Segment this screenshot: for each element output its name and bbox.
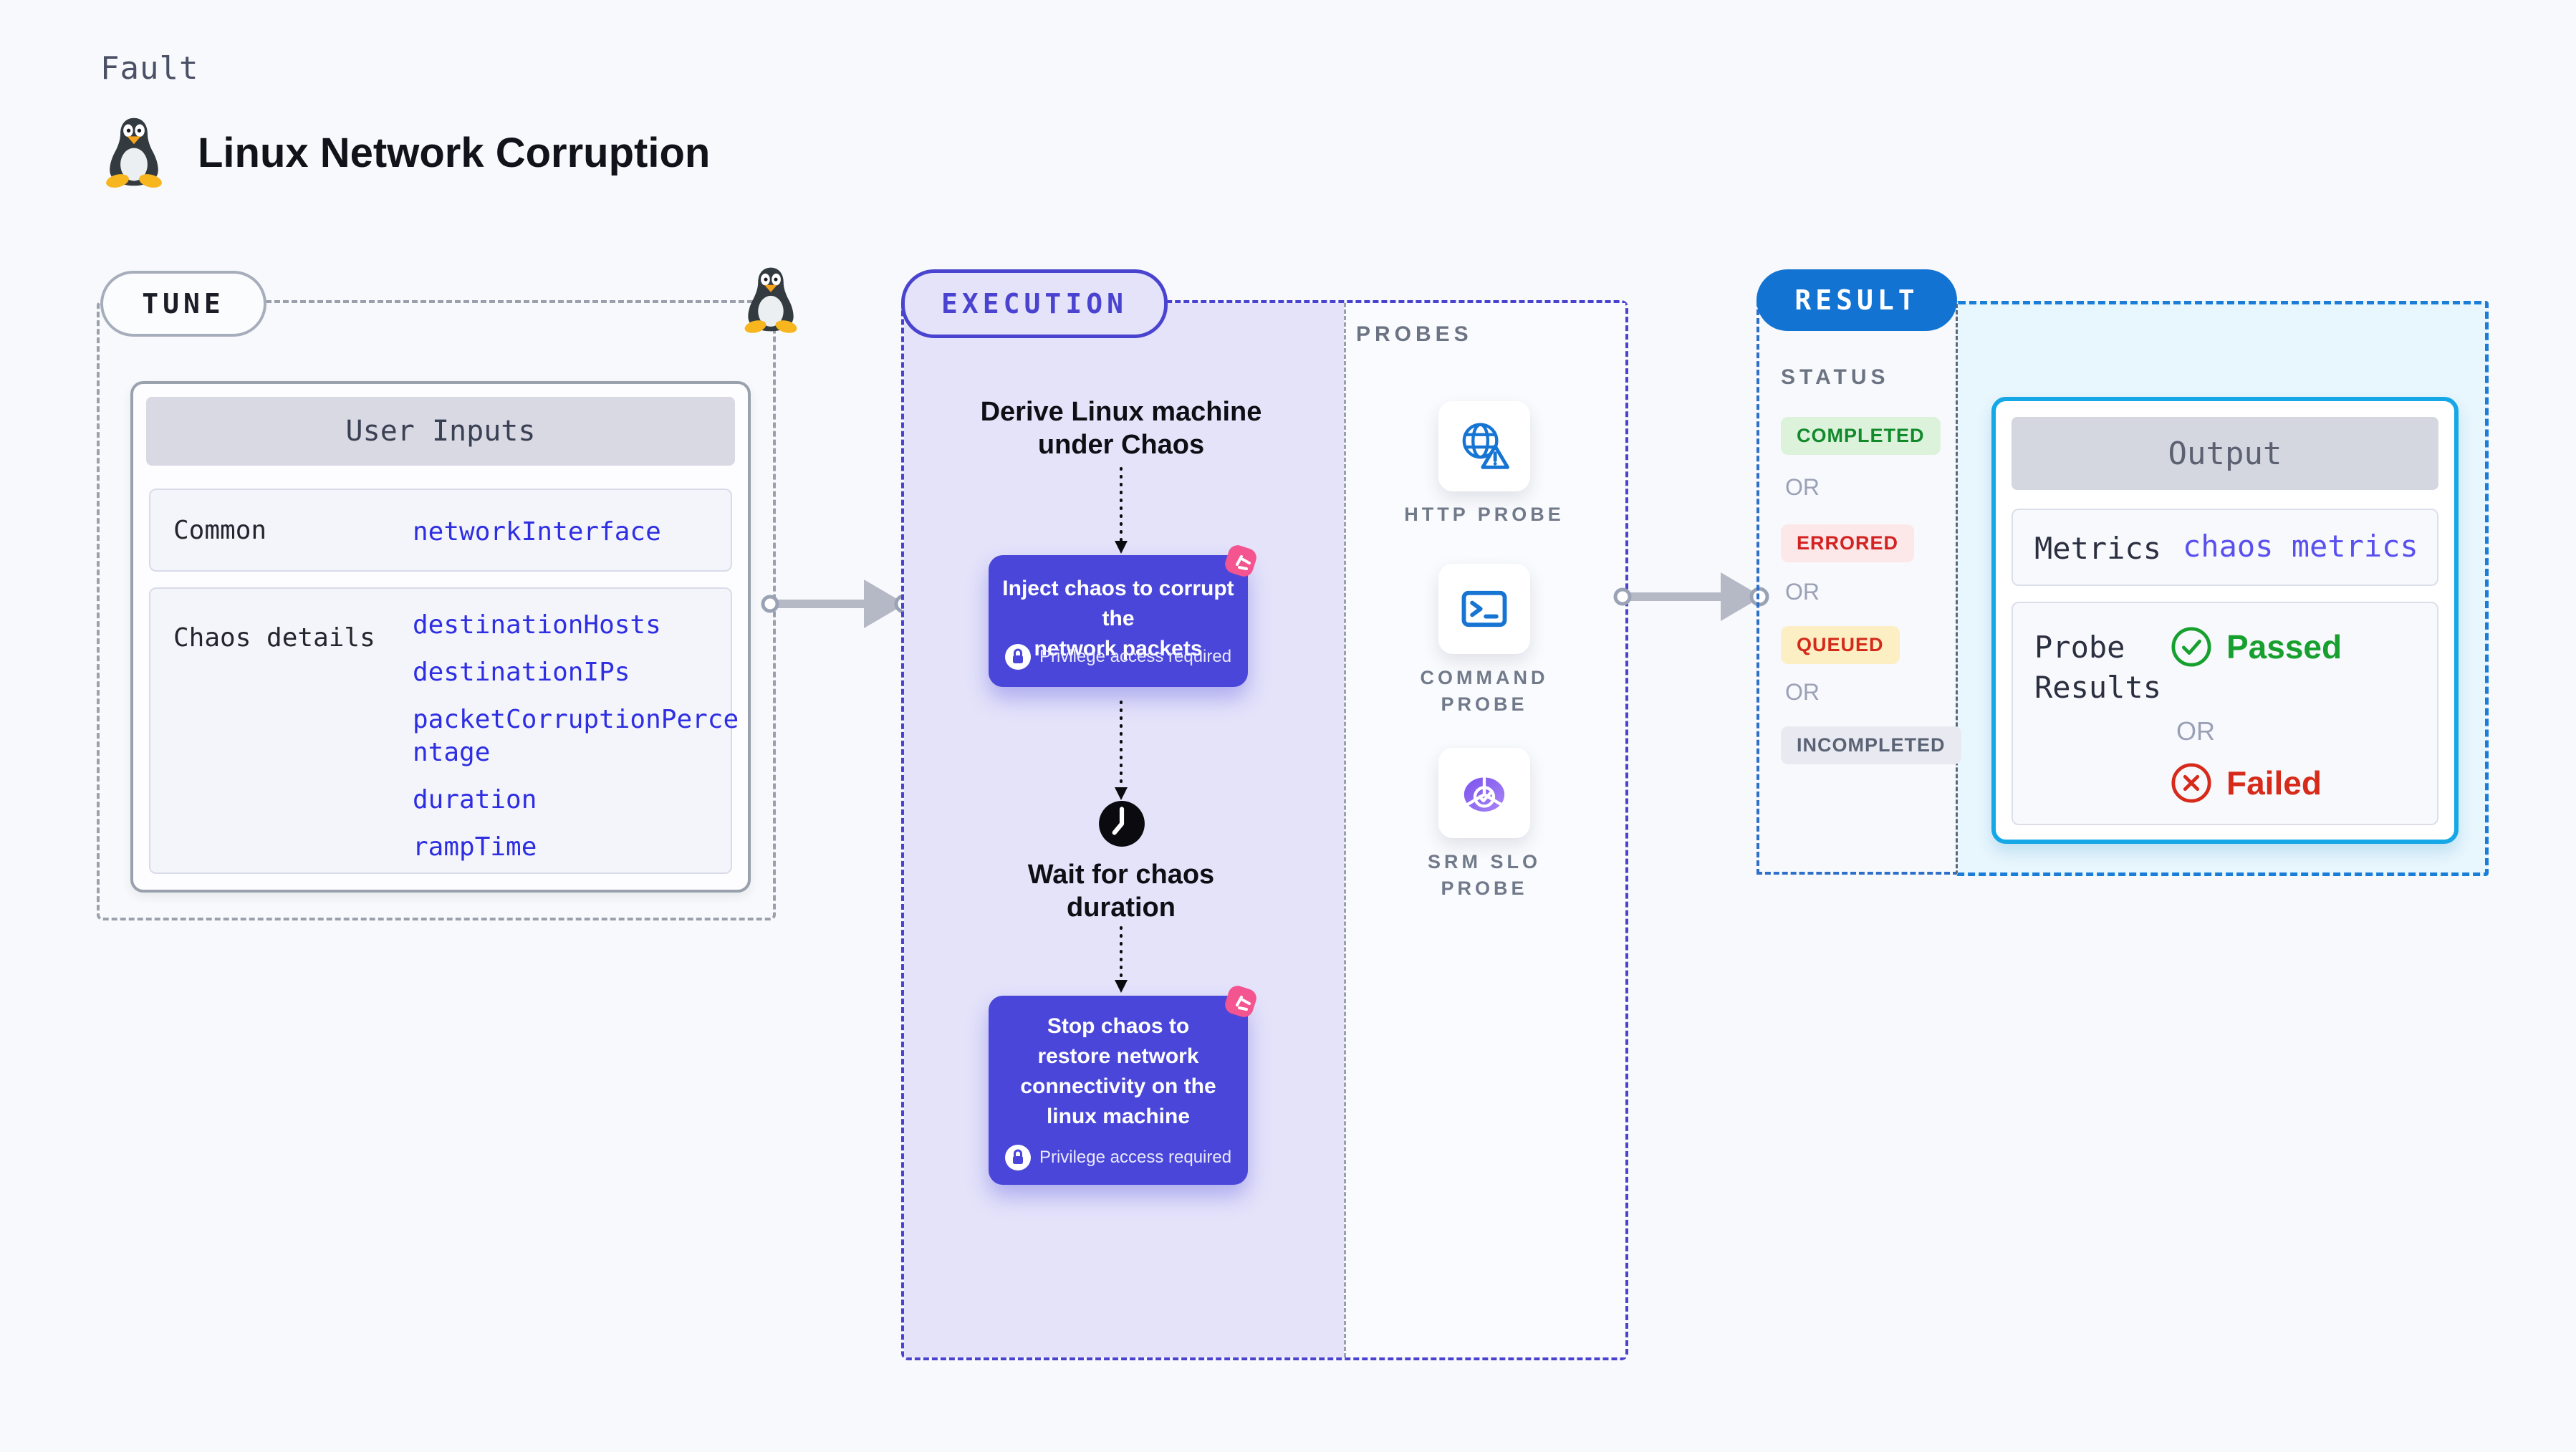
status-label: STATUS [1781,365,1890,389]
user-inputs-card: User Inputs Common networkInterface Chao… [130,381,751,893]
inject-chaos-text: Inject chaos to corrupt the network pack… [1002,577,1234,660]
output-title: Output [2012,417,2438,490]
input-value: packetCorruptionPercentage [413,705,739,767]
privilege-row: Privilege access required [989,644,1248,670]
command-probe-label: COMMAND PROBE [1420,667,1549,715]
derive-step-text: Derive Linux machine under Chaos [980,397,1262,460]
privilege-label: Privilege access required [1039,647,1232,666]
input-value: destinationIPs [413,658,630,687]
chaos-details-values: destinationHosts destinationIPs packetCo… [413,609,744,878]
flow-connector-arrow [1115,926,1128,993]
input-value: destinationHosts [413,610,661,640]
wait-step-text: Wait for chaos duration [1027,860,1215,923]
passed-row: Passed [2171,626,2342,668]
clock-icon [1099,801,1145,847]
probe-results-label: Probe Results [2034,630,2162,705]
tune-pill: TUNE [100,271,266,337]
globe-alert-icon [1462,423,1509,469]
or-label: OR [1785,679,1820,705]
probes-label: PROBES [1356,322,1473,346]
input-value: duration [413,785,537,814]
status-badge-errored: ERRORED [1781,524,1915,562]
or-label: OR [1785,474,1820,500]
execution-to-result-arrow [1613,572,1769,621]
failed-row: Failed [2171,762,2322,804]
x-circle-icon [2171,763,2211,803]
execution-pill: EXECUTION [901,269,1168,338]
tux-penguin-icon [106,117,162,188]
command-probe-card [1438,564,1530,654]
output-card: Output Metrics chaos metrics Probe Resul… [1991,397,2459,844]
privilege-row: Privilege access required [989,1145,1248,1170]
input-row-label: Common [173,516,267,545]
lock-icon [1004,1145,1031,1170]
privilege-label: Privilege access required [1039,1148,1232,1167]
srm-slo-probe-label: SRM SLO PROBE [1427,851,1541,899]
http-probe-card [1438,401,1530,491]
metrics-row: Metrics chaos metrics [2012,509,2438,586]
or-label: OR [1785,579,1820,605]
status-badge-completed: COMPLETED [1781,417,1941,455]
or-label: OR [2176,716,2215,746]
terminal-icon [1461,590,1507,628]
status-badge-incompleted: INCOMPLETED [1781,726,1961,764]
fault-kicker: Fault [100,50,199,87]
metrics-value: chaos metrics [2183,529,2418,564]
tux-penguin-icon [744,267,797,333]
input-value: networkInterface [413,517,661,547]
slo-pie-icon [1464,774,1505,812]
input-row-label: Chaos details [173,623,375,653]
chaos-experiment-icon [1225,545,1256,577]
flow-connector-arrow [1115,701,1128,800]
http-probe-label: HTTP PROBE [1404,504,1565,525]
chaos-experiment-icon [1225,986,1256,1017]
input-row-common: Common networkInterface [149,489,732,572]
status-badge-queued: QUEUED [1781,626,1900,664]
tune-to-execution-arrow [761,580,912,628]
check-circle-icon [2171,627,2211,667]
srm-slo-probe-card [1438,748,1530,838]
probe-results-row: Probe Results Passed OR Failed [2012,602,2438,825]
user-inputs-title: User Inputs [146,397,735,466]
flow-connector-arrow [1115,467,1128,554]
result-pill: RESULT [1756,269,1957,331]
probes-separator [1344,303,1346,1357]
page-title: Linux Network Corruption [198,130,711,176]
input-value: rampTime [413,832,537,862]
lock-icon [1004,644,1031,670]
input-row-chaos-details: Chaos details destinationHosts destinati… [149,587,739,874]
inject-chaos-card: Inject chaos to corrupt the network pack… [989,545,1256,687]
stop-chaos-card: Stop chaos to restore network connectivi… [989,986,1256,1185]
passed-label: Passed [2226,628,2342,665]
failed-label: Failed [2226,764,2322,802]
metrics-label: Metrics [2034,531,2162,566]
stop-chaos-text: Stop chaos to restore network connectivi… [1020,1014,1216,1128]
